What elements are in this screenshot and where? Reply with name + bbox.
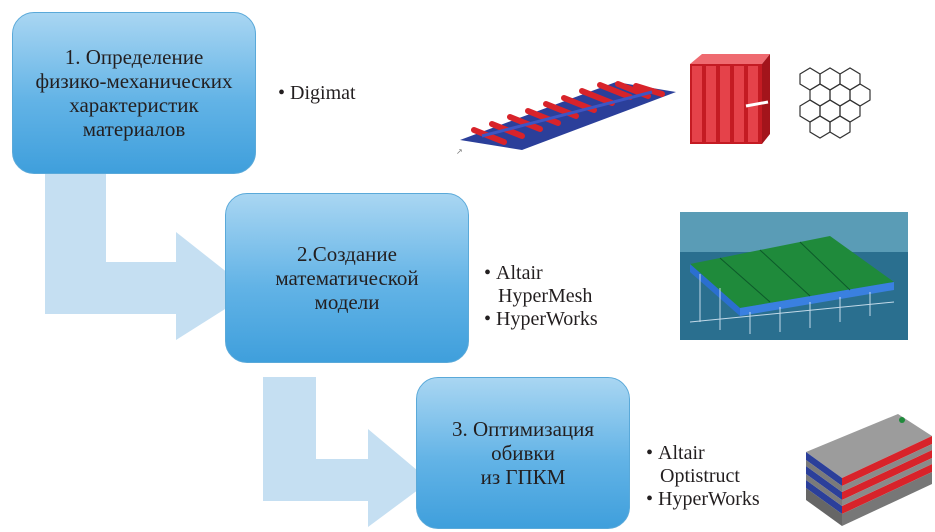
step-1-title: 1. Определение физико-механических харак… xyxy=(35,45,233,141)
honeycomb-wireframe-icon xyxy=(799,67,871,139)
svg-text:↗: ↗ xyxy=(456,147,463,156)
tool-hyperworks-2: HyperWorks xyxy=(646,488,760,511)
step-3-box: 3. Оптимизация обивки из ГПКМ xyxy=(416,377,630,529)
tool-continuation: HyperMesh xyxy=(498,285,593,307)
step-1-box: 1. Определение физико-механических харак… xyxy=(12,12,256,174)
layered-panel-icon xyxy=(806,414,932,526)
woven-composite-icon: ↗ xyxy=(456,81,676,156)
tool-digimat: Digimat xyxy=(278,82,356,105)
honeycomb-block-icon xyxy=(690,54,770,144)
flow-arrow-2-to-3 xyxy=(263,377,430,527)
step-3-title: 3. Оптимизация обивки из ГПКМ xyxy=(451,417,595,489)
step-2-box: 2.Создание математической модели xyxy=(225,193,469,363)
tool-altair-hypermesh: Altair xyxy=(484,262,598,285)
tool-hyperworks: HyperWorks xyxy=(484,308,598,331)
tool-altair-optistruct: Altair xyxy=(646,442,760,465)
wing-mesh-model-icon xyxy=(680,212,908,340)
step-1-tools: Digimat xyxy=(278,82,356,105)
flow-arrow-1-to-2 xyxy=(45,174,252,340)
tool-continuation: Optistruct xyxy=(660,465,740,487)
step-2-title: 2.Создание математической модели xyxy=(275,242,419,314)
